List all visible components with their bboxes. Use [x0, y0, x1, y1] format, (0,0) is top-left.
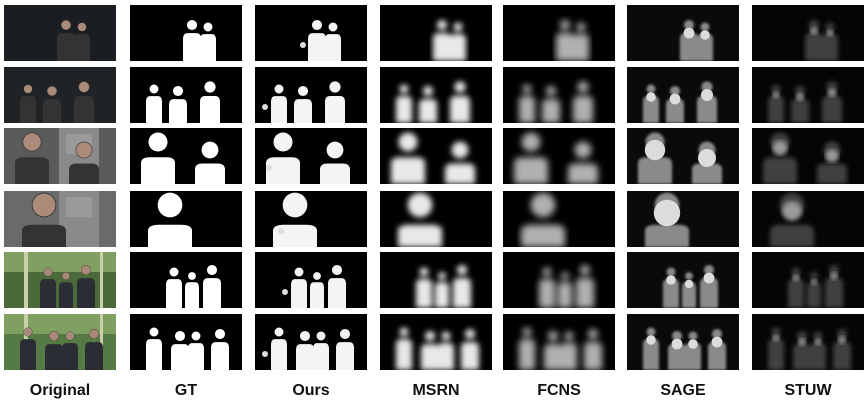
image-sage-row-5: [627, 252, 739, 308]
image-sage-row-3: [627, 128, 739, 184]
image-msrn-row-4: [380, 191, 492, 247]
image-msrn-row-6: [380, 314, 492, 370]
image-fcns-row-1: [503, 5, 615, 61]
image-original-row-1: [4, 5, 116, 61]
image-gt-row-2: [130, 67, 242, 123]
image-stuw-row-3: [752, 128, 864, 184]
image-msrn-row-3: [380, 128, 492, 184]
image-sage-row-6: [627, 314, 739, 370]
column-label-sage: SAGE: [660, 382, 706, 399]
image-msrn-row-2: [380, 67, 492, 123]
image-stuw-row-5: [752, 252, 864, 308]
image-ours-row-5: [255, 252, 367, 308]
image-fcns-row-6: [503, 314, 615, 370]
image-fcns-row-2: [503, 67, 615, 123]
column-label-msrn: MSRN: [412, 382, 460, 399]
image-original-row-2: [4, 67, 116, 123]
image-gt-row-6: [130, 314, 242, 370]
image-fcns-row-5: [503, 252, 615, 308]
image-gt-row-4: [130, 191, 242, 247]
image-fcns-row-3: [503, 128, 615, 184]
image-ours-row-2: [255, 67, 367, 123]
image-original-row-3: [4, 128, 116, 184]
image-fcns-row-4: [503, 191, 615, 247]
column-label-ours: Ours: [292, 382, 330, 399]
image-sage-row-1: [627, 5, 739, 61]
image-sage-row-4: [627, 191, 739, 247]
column-label-stuw: STUW: [784, 382, 832, 399]
column-label-original: Original: [29, 382, 91, 399]
image-stuw-row-4: [752, 191, 864, 247]
image-msrn-row-1: [380, 5, 492, 61]
column-label-gt: GT: [174, 382, 198, 399]
image-original-row-4: [4, 191, 116, 247]
image-original-row-6: [4, 314, 116, 370]
image-msrn-row-5: [380, 252, 492, 308]
image-gt-row-5: [130, 252, 242, 308]
image-ours-row-3: [255, 128, 367, 184]
image-gt-row-1: [130, 5, 242, 61]
image-gt-row-3: [130, 128, 242, 184]
image-ours-row-1: [255, 5, 367, 61]
image-stuw-row-6: [752, 314, 864, 370]
image-sage-row-2: [627, 67, 739, 123]
column-label-fcns: FCNS: [537, 382, 581, 399]
image-ours-row-6: [255, 314, 367, 370]
image-stuw-row-1: [752, 5, 864, 61]
image-ours-row-4: [255, 191, 367, 247]
image-original-row-5: [4, 252, 116, 308]
image-stuw-row-2: [752, 67, 864, 123]
